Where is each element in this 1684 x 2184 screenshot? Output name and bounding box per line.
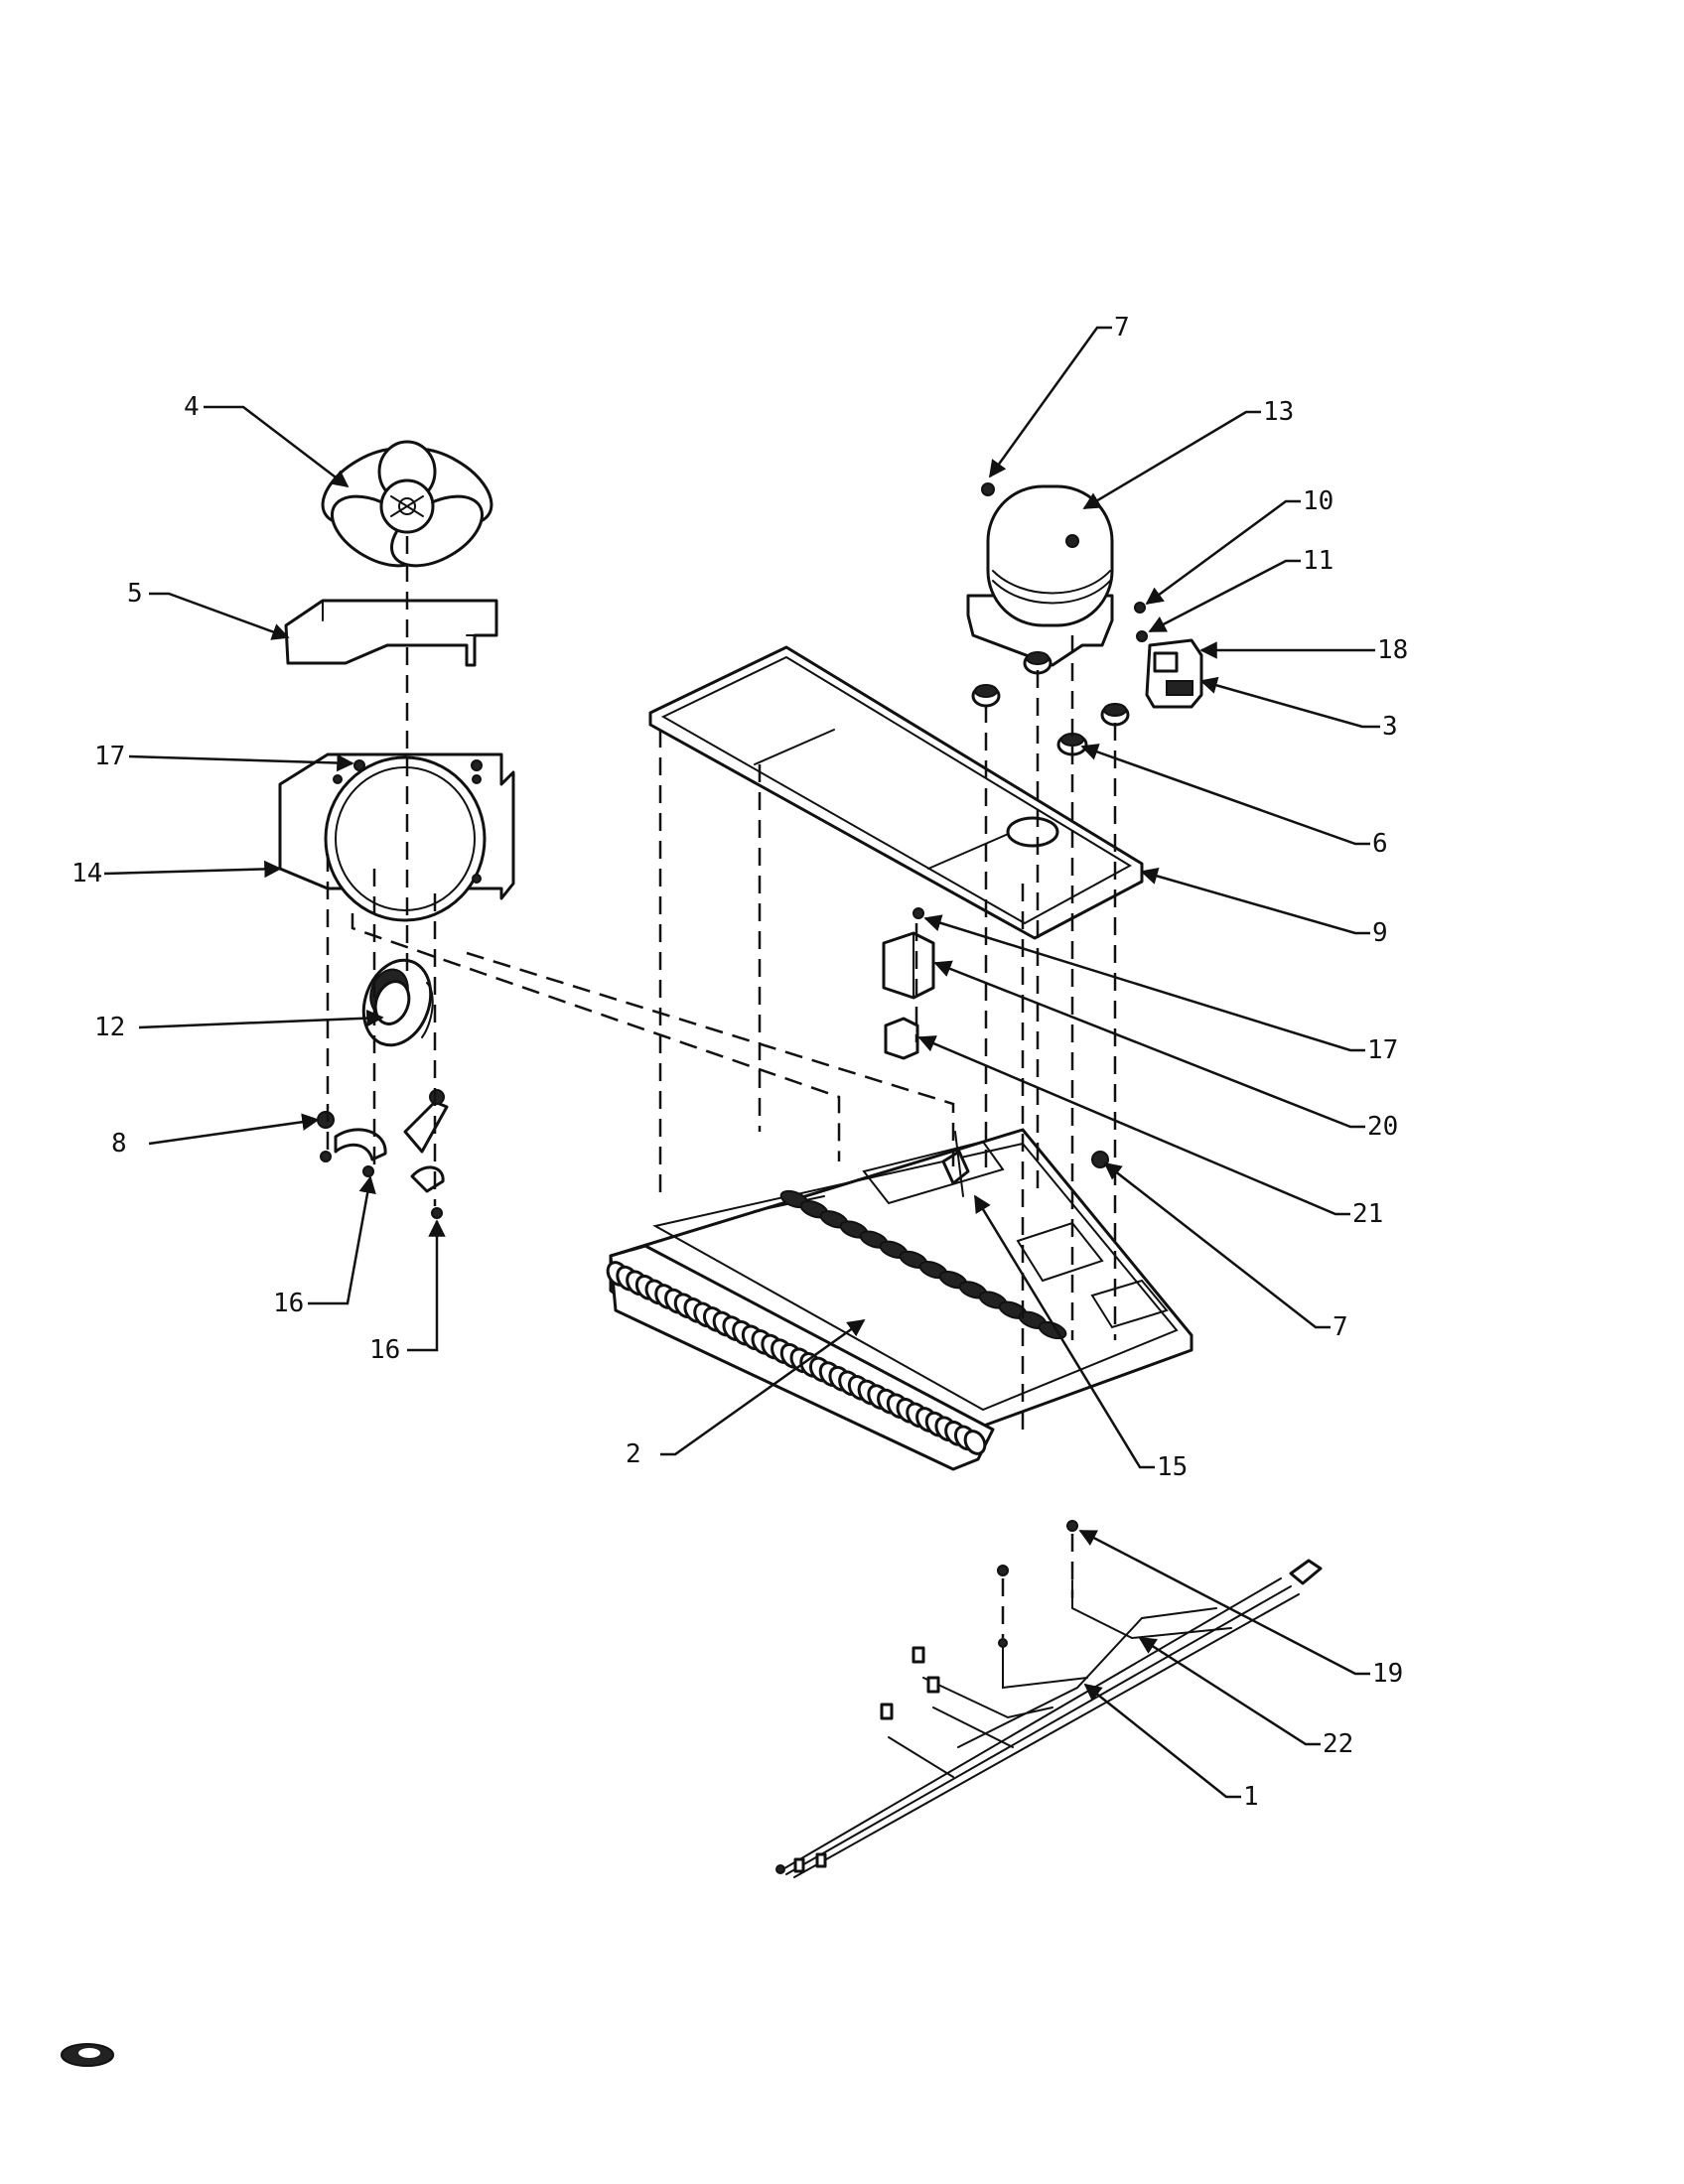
callout-3: 3 <box>1382 712 1398 742</box>
callout-9: 9 <box>1372 918 1388 948</box>
motor-clip-left <box>317 1111 387 1162</box>
callout-12: 12 <box>94 1013 125 1042</box>
callout-17-right: 17 <box>1367 1035 1398 1065</box>
callout-4: 4 <box>184 392 200 422</box>
small-switch <box>884 1017 919 1060</box>
motor-clip-right <box>403 1089 449 1193</box>
screw-17a <box>353 759 365 771</box>
callout-8: 8 <box>111 1129 127 1159</box>
screw-17-right <box>912 907 924 919</box>
leader-lines <box>103 326 1380 1799</box>
callout-17-left: 17 <box>94 742 125 771</box>
base-louvers <box>779 1189 1067 1340</box>
fan-motor <box>361 958 434 1047</box>
callout-16-right: 16 <box>369 1335 400 1365</box>
callout-7-lower: 7 <box>1333 1312 1348 1342</box>
callout-22: 22 <box>1323 1729 1353 1759</box>
callout-labels: 7 13 10 11 18 3 6 9 17 20 21 7 15 2 19 2… <box>71 313 1408 1812</box>
compressor <box>966 484 1114 667</box>
callout-21: 21 <box>1352 1199 1383 1229</box>
screw-16a <box>362 1165 374 1177</box>
callout-16-left: 16 <box>273 1289 304 1318</box>
callout-7-top: 7 <box>1114 313 1130 342</box>
screw-7-top <box>981 482 995 496</box>
callout-18: 18 <box>1377 635 1408 665</box>
screw-16b <box>431 1207 443 1219</box>
callout-10: 10 <box>1303 486 1333 516</box>
part-11-dot <box>1136 630 1148 642</box>
condenser-coil-loop <box>963 1430 987 1455</box>
callout-6: 6 <box>1372 829 1388 859</box>
callout-13: 13 <box>1263 397 1294 427</box>
callout-1: 1 <box>1243 1782 1259 1812</box>
condenser-coils <box>606 1261 987 1455</box>
callout-20: 20 <box>1367 1112 1398 1142</box>
relay-overload <box>1145 638 1203 709</box>
wire-harness <box>775 1520 1323 1878</box>
control-box <box>882 931 935 1000</box>
fan-blade <box>321 440 493 568</box>
callout-11: 11 <box>1303 546 1333 576</box>
callout-14: 15 <box>1157 1452 1188 1482</box>
part-10-dot <box>1134 602 1146 614</box>
callout-2: 2 <box>626 1439 641 1469</box>
deck-panel <box>648 645 1144 940</box>
callout-5: 5 <box>127 579 143 609</box>
fan-shroud-bracket <box>284 599 498 667</box>
callout-19: 19 <box>1372 1659 1403 1689</box>
fan-motor-bracket <box>278 752 515 922</box>
screw-17b <box>471 759 483 771</box>
callout-15: 14 <box>71 859 102 888</box>
printer-mark <box>61 2043 114 2067</box>
grommets <box>971 651 1130 756</box>
